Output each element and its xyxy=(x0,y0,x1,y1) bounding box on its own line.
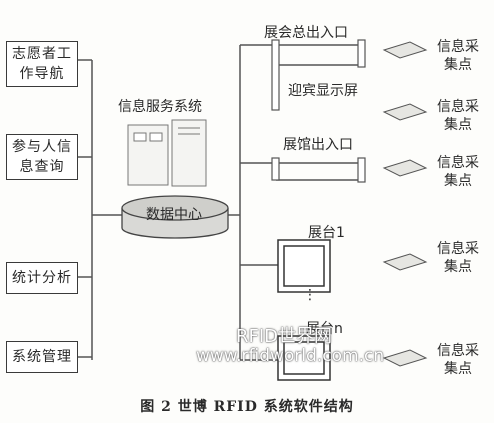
figure-caption: 图 2 世博 RFID 系统软件结构 xyxy=(140,399,354,415)
collection-point-1: 信息采集点 xyxy=(437,39,479,73)
ellipsis: ⋮ xyxy=(303,287,317,303)
participant-query-box: 参与人信息查询 xyxy=(6,134,78,180)
watermark-url: www.rfidworld.com.cn xyxy=(196,346,385,366)
hall-entrance-label: 展馆出入口 xyxy=(283,137,353,153)
volunteer-nav-box: 志愿者工作导航 xyxy=(6,41,78,87)
collection-point-2: 信息采集点 xyxy=(437,99,479,133)
collection-point-5: 信息采集点 xyxy=(437,343,479,377)
collection-point-3: 信息采集点 xyxy=(437,155,479,189)
main-entrance-label: 展会总出入口 xyxy=(264,25,348,41)
watermark-title: RFID世界网 xyxy=(236,326,333,347)
booth-1-label: 展台1 xyxy=(308,225,345,241)
info-service-label: 信息服务系统 xyxy=(118,99,202,115)
welcome-screen-label: 迎宾显示屏 xyxy=(288,83,358,99)
system-admin-box: 系统管理 xyxy=(6,341,78,373)
collection-point-4: 信息采集点 xyxy=(437,241,479,275)
data-center-label: 数据中心 xyxy=(146,207,202,223)
booth-n-label: 展台n xyxy=(306,321,343,337)
statistics-box: 统计分析 xyxy=(6,262,78,294)
